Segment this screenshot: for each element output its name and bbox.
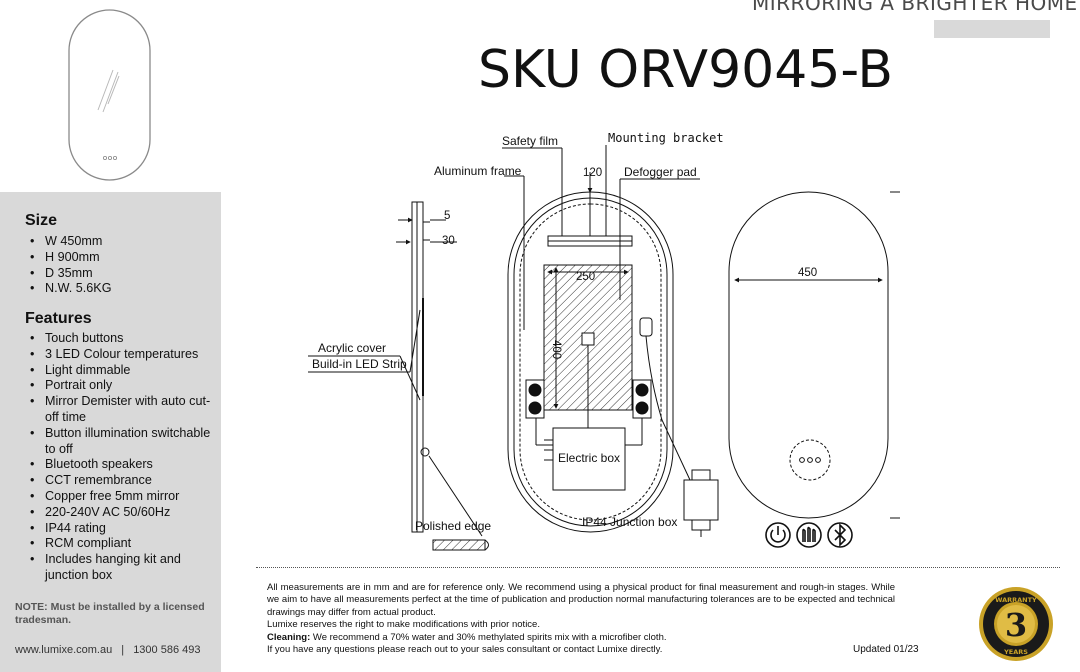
features-heading: Features — [25, 310, 92, 327]
feature-item: Bluetooth speakers — [25, 457, 215, 473]
contact-line: www.lumixe.com.au | 1300 586 493 — [15, 644, 200, 656]
warranty-bottom-text: YEARS — [1003, 648, 1028, 656]
touch-buttons-icon — [103, 155, 118, 160]
size-item: N.W. 5.6KG — [25, 281, 215, 297]
dim-400: 400 — [550, 340, 562, 359]
feature-item: 3 LED Colour temperatures — [25, 347, 215, 363]
power-icon — [765, 522, 791, 548]
brand-tagline: MIRRORING A BRIGHTER HOME — [752, 0, 1078, 15]
warranty-seal-icon: WARRANTY 3 YEARS — [979, 587, 1053, 661]
feature-item: Button illumination switchable to off — [25, 426, 215, 458]
size-list: W 450mmH 900mmD 35mmN.W. 5.6KG — [25, 234, 215, 297]
updated-date: Updated 01/23 — [853, 644, 919, 655]
disclaimer-measurements: All measurements are in mm and are for r… — [267, 582, 895, 618]
label-polished-edge: Polished edge — [415, 519, 491, 533]
defogger-icon — [796, 522, 822, 548]
cleaning-label: Cleaning: — [267, 631, 311, 643]
feature-item: Touch buttons — [25, 331, 215, 347]
warranty-number: 3 — [1005, 606, 1027, 644]
size-item: D 35mm — [25, 266, 215, 282]
feature-item: 220-240V AC 50/60Hz — [25, 505, 215, 521]
feature-item: Mirror Demister with auto cut-off time — [25, 394, 215, 426]
dim-5: 5 — [444, 210, 450, 222]
feature-item: RCM compliant — [25, 536, 215, 552]
disclaimer: All measurements are in mm and are for r… — [267, 582, 895, 656]
disclaimer-modifications: Lumixe reserves the right to make modifi… — [267, 619, 540, 631]
bluetooth-icon — [827, 522, 853, 548]
side-view — [308, 201, 489, 551]
install-note: NOTE: Must be installed by a licensed tr… — [15, 601, 205, 626]
product-thumbnail — [68, 9, 151, 181]
contact-separator: | — [121, 644, 125, 656]
back-view — [502, 145, 719, 537]
front-view — [728, 191, 900, 519]
feature-item: Copper free 5mm mirror — [25, 489, 215, 505]
label-safety-film: Safety film — [502, 134, 558, 148]
dim-120: 120 — [583, 167, 602, 179]
cleaning-text: We recommend a 70% water and 30% methyla… — [310, 631, 667, 643]
dim-250: 250 — [576, 271, 595, 283]
size-heading: Size — [25, 212, 58, 229]
dim-30: 30 — [442, 235, 455, 247]
label-acrylic-cover: Acrylic cover — [318, 341, 386, 355]
size-item: W 450mm — [25, 234, 215, 250]
feature-item: IP44 rating — [25, 521, 215, 537]
size-item: H 900mm — [25, 250, 215, 266]
disclaimer-cleaning: Cleaning: We recommend a 70% water and 3… — [267, 632, 895, 644]
warranty-top-text: WARRANTY — [995, 596, 1037, 604]
feature-item: CCT remembrance — [25, 473, 215, 489]
footer-divider — [256, 567, 1060, 568]
feature-item: Includes hanging kit and junction box — [25, 552, 215, 584]
tagline-bar — [934, 20, 1050, 38]
website-link[interactable]: www.lumixe.com.au — [15, 644, 113, 656]
dim-450: 450 — [798, 267, 817, 279]
feature-item: Light dimmable — [25, 363, 215, 379]
label-junction-box: IP44 Junction box — [582, 515, 677, 529]
disclaimer-contact: If you have any questions please reach o… — [267, 644, 663, 656]
label-electric-box: Electric box — [558, 451, 620, 465]
feature-item: Portrait only — [25, 378, 215, 394]
reflection-icon — [97, 69, 120, 113]
phone-number[interactable]: 1300 586 493 — [133, 644, 201, 656]
label-aluminum-frame: Aluminum frame — [434, 164, 522, 178]
label-led-strip: Build-in LED Strip — [312, 357, 407, 371]
technical-drawing: 5 30 Acrylic cover Build-in LED Strip Po… — [308, 131, 900, 551]
features-list: Touch buttons3 LED Colour temperaturesLi… — [25, 331, 215, 584]
label-mounting-bracket: Mounting bracket — [608, 131, 724, 145]
page-title: SKU ORV9045-B — [478, 40, 894, 100]
label-defogger-pad: Defogger pad — [624, 165, 697, 179]
